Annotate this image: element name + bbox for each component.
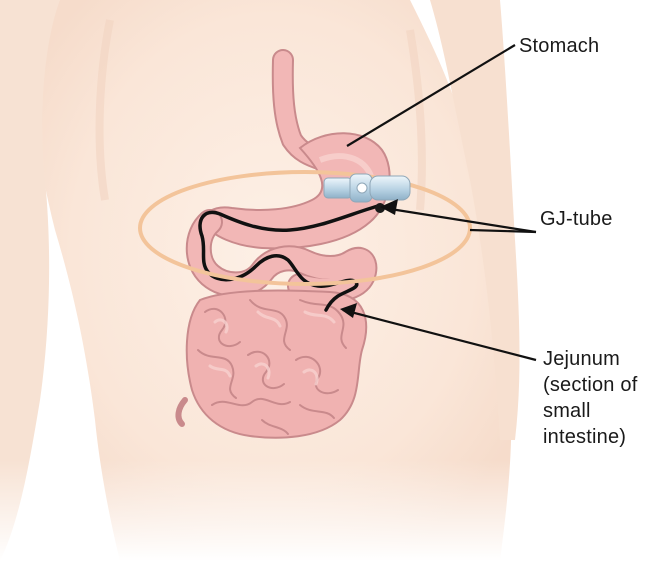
label-jejunum-line-2: (section of bbox=[543, 372, 637, 398]
label-gj-tube: GJ-tube bbox=[540, 206, 613, 232]
label-jejunum-line-4: intestine) bbox=[543, 424, 637, 450]
small-intestine bbox=[178, 290, 366, 437]
label-stomach: Stomach bbox=[519, 33, 599, 59]
label-jejunum: Jejunum (section of small intestine) bbox=[543, 346, 637, 450]
label-jejunum-line-1: Jejunum bbox=[543, 346, 637, 372]
label-jejunum-line-3: small bbox=[543, 398, 637, 424]
